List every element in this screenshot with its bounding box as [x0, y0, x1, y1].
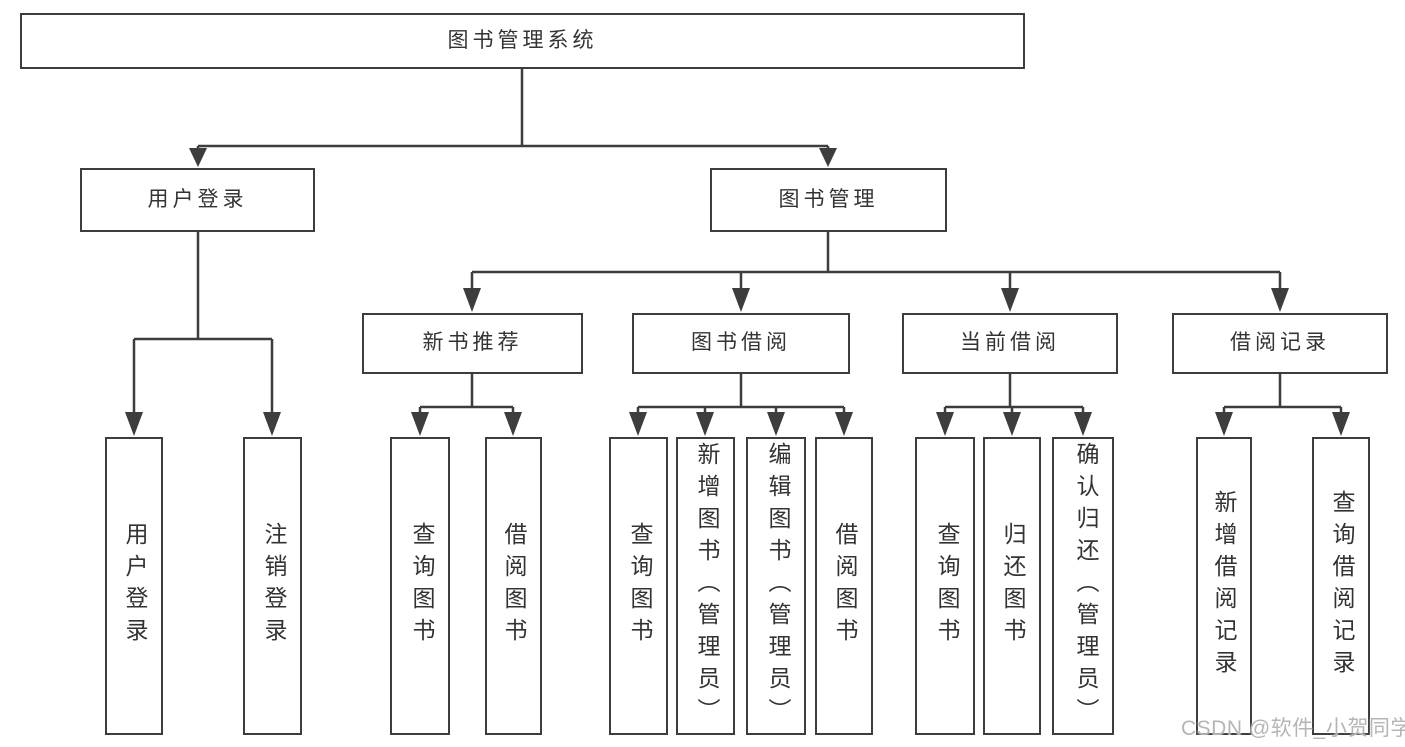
- leaf-confirm-return-admin: 确认归还（管理员）: [1052, 437, 1114, 735]
- arrowhead-down-icon: [1215, 412, 1233, 436]
- arrowhead-down-icon: [629, 412, 647, 436]
- arrowhead-down-icon: [732, 288, 750, 312]
- arrowhead-down-icon: [835, 412, 853, 436]
- arrowhead-down-icon: [411, 412, 429, 436]
- arrowhead-down-icon: [1332, 412, 1350, 436]
- arrowhead-down-icon: [189, 148, 207, 167]
- node-book-borrowing: 图书借阅: [632, 313, 850, 374]
- leaf-edit-books-admin: 编辑图书（管理员）: [746, 437, 806, 735]
- node-current-borrowing: 当前借阅: [902, 313, 1118, 374]
- arrowhead-down-icon: [263, 412, 281, 436]
- arrowhead-down-icon: [1074, 412, 1092, 436]
- leaf-user-login: 用户登录: [105, 437, 163, 735]
- arrowhead-down-icon: [819, 148, 837, 167]
- arrowhead-down-icon: [767, 412, 785, 436]
- watermark: CSDN @软件_小贺同学: [1181, 717, 1405, 740]
- leaf-query-borrow-record: 查询借阅记录: [1312, 437, 1370, 735]
- arrowhead-down-icon: [1003, 412, 1021, 436]
- node-new-book-recommend: 新书推荐: [362, 313, 583, 374]
- leaf-query-books-borrowing: 查询图书: [609, 437, 668, 735]
- arrowhead-down-icon: [1001, 288, 1019, 312]
- arrowhead-down-icon: [696, 412, 714, 436]
- leaf-borrow-books-borrowing: 借阅图书: [815, 437, 873, 735]
- node-user-login: 用户登录: [80, 168, 315, 232]
- node-library-system: 图书管理系统: [20, 13, 1025, 69]
- leaf-logout: 注销登录: [243, 437, 302, 735]
- leaf-query-books-recommend: 查询图书: [390, 437, 450, 735]
- arrowhead-down-icon: [463, 288, 481, 312]
- arrowhead-down-icon: [125, 412, 143, 436]
- leaf-return-books: 归还图书: [983, 437, 1041, 735]
- arrowhead-down-icon: [504, 412, 522, 436]
- leaf-add-books-admin: 新增图书（管理员）: [676, 437, 735, 735]
- leaf-query-books-current: 查询图书: [915, 437, 975, 735]
- leaf-borrow-books-recommend: 借阅图书: [485, 437, 542, 735]
- arrowhead-down-icon: [936, 412, 954, 436]
- leaf-add-borrow-record: 新增借阅记录: [1196, 437, 1252, 735]
- node-borrow-records: 借阅记录: [1172, 313, 1388, 374]
- node-book-management: 图书管理: [710, 168, 947, 232]
- arrowhead-down-icon: [1271, 288, 1289, 312]
